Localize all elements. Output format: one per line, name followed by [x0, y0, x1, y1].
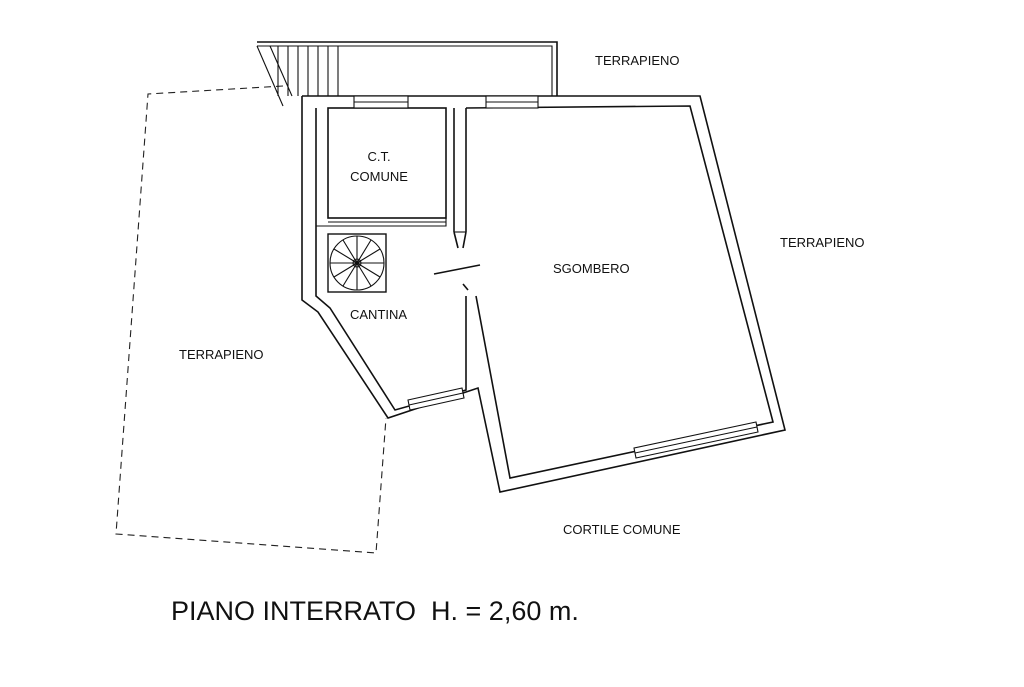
label-cortile-comune: CORTILE COMUNE: [563, 522, 681, 537]
label-sgombero: SGOMBERO: [553, 261, 630, 276]
spiral-staircase: [327, 233, 387, 293]
label-cantina: CANTINA: [350, 307, 407, 322]
plan-title: PIANO INTERRATO H. = 2,60 m.: [171, 596, 579, 626]
left-embankment-boundary: [115, 85, 387, 554]
label-terrapieno-top: TERRAPIENO: [595, 53, 680, 68]
label-terrapieno-right: TERRAPIENO: [780, 235, 865, 250]
label-terrapieno-left: TERRAPIENO: [179, 347, 264, 362]
label-ct-line1: C.T.: [367, 149, 390, 164]
exterior-staircase: [256, 41, 558, 107]
windows: [353, 95, 759, 459]
label-ct-line2: COMUNE: [350, 169, 408, 184]
